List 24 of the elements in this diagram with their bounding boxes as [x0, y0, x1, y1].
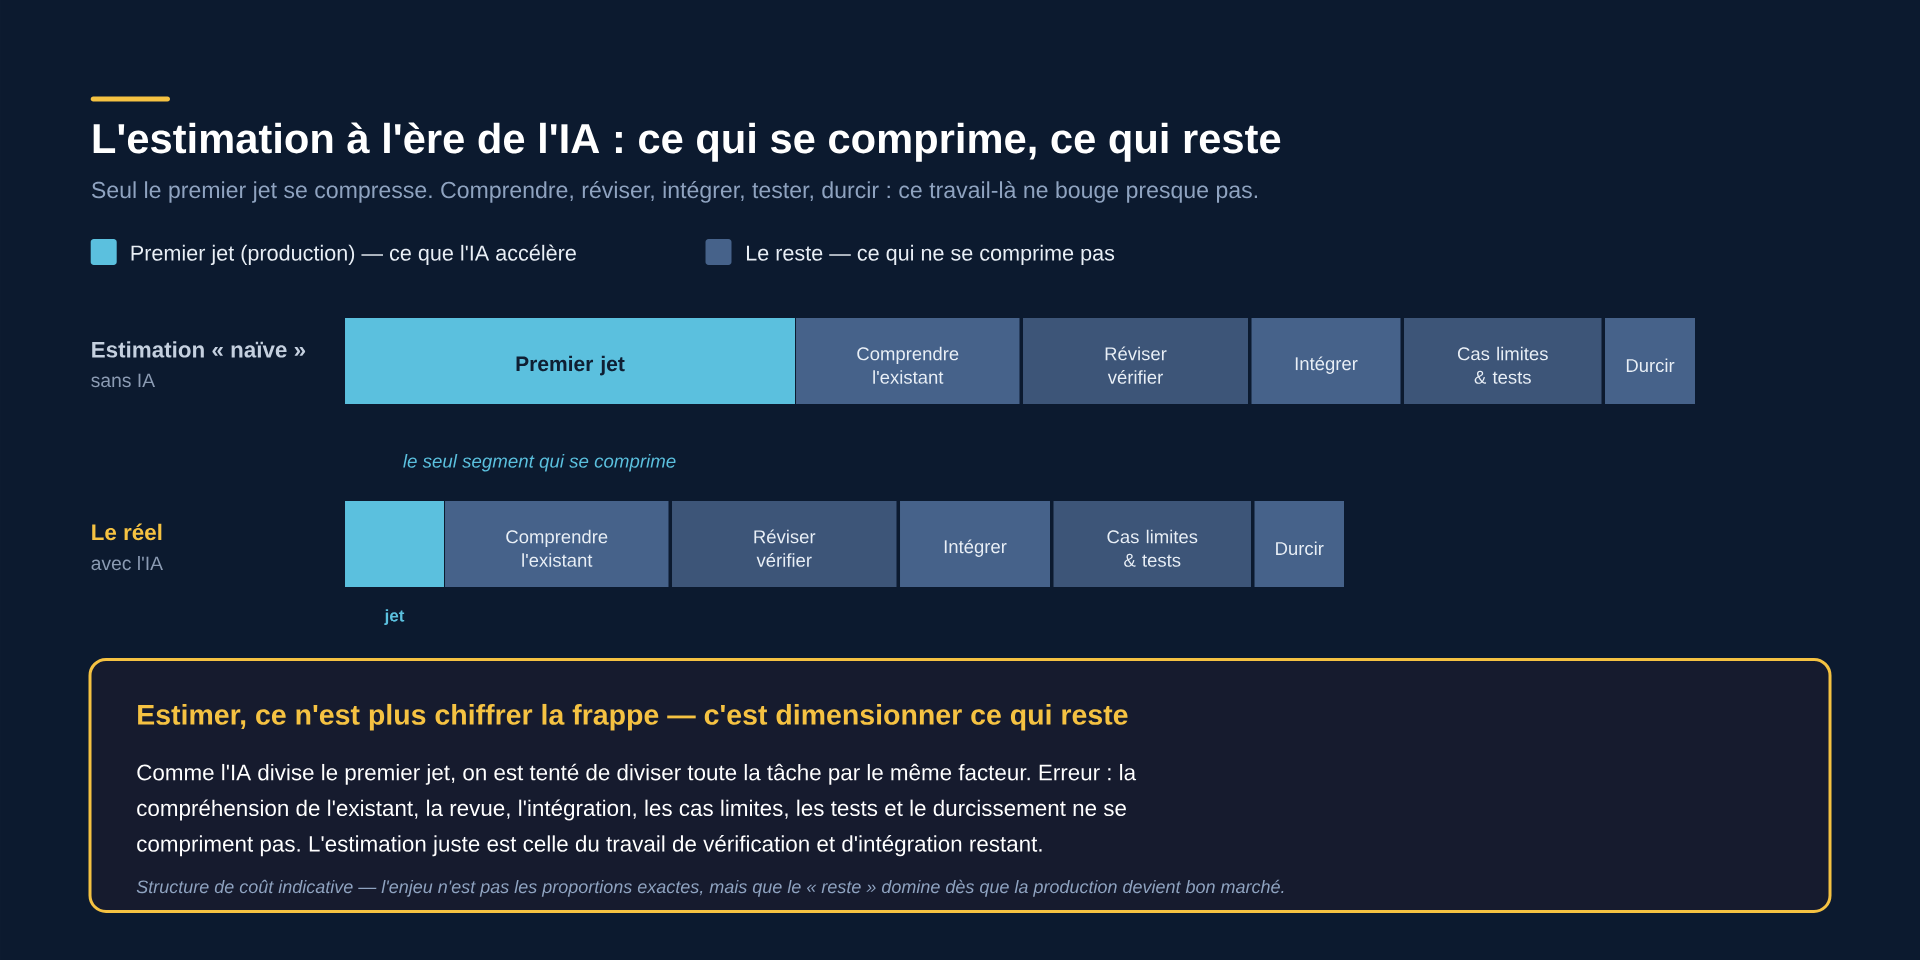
panel-heading: Estimer, ce n'est plus chiffrer la frappe — c'est dimensionner ce qui reste: [138, 703, 1128, 731]
bar-segment: Réviser vérifier: [672, 501, 897, 587]
bar-segment: Réviser vérifier: [1023, 318, 1248, 404]
bar-segment: Durcir: [1605, 318, 1695, 404]
panel-note: Structure de coût indicative — l'enjeu n'est pas les proportions exactes, mais que le « reste » domine dès que la production devient bon marché.: [136, 879, 1284, 897]
bar-segment: Cas limites & tests: [1404, 318, 1602, 404]
row-sublabel: sans IA: [91, 373, 156, 388]
bar-segment: Comprendre l'existant: [796, 318, 1020, 404]
bar-segment: Cas limites & tests: [1053, 501, 1251, 587]
bar-segment: Intégrer: [1251, 318, 1401, 404]
bar-segment: Durcir: [1254, 501, 1344, 587]
panel-text: Comme l'IA divise le premier jet, on est tenté de diviser toute la tâche par le même facteur. Erreur : la compréhension de l'existant, la revue, l'intégration, les cas limites, les tests et le durcissement ne se compriment pas. L'estimation juste est celle du travail de vérification et d'intégration restant.: [137, 763, 1137, 857]
row-label: Le réel: [92, 523, 162, 541]
title: L'estimation à l'ère de l'IA : ce qui se comprime, ce qui reste: [93, 122, 1281, 162]
row-sublabel: avec l'IA: [91, 556, 163, 571]
row-label: Estimation « naïve »: [92, 341, 306, 358]
legend-label: Le reste — ce qui ne se comprime pas: [747, 244, 1115, 265]
bar-segment: Intégrer: [900, 501, 1050, 587]
subtitle: Seul le premier jet se compresse. Comprendre, réviser, intégrer, tester, durcir : ce travail-là ne bouge presque pas.: [91, 180, 1257, 203]
bar-segment: Comprendre l'existant: [445, 501, 669, 587]
annotation: le seul segment qui se comprime: [403, 454, 676, 472]
bar-segment: Premier jet: [345, 318, 795, 404]
legend-label: Premier jet (production) — ce que l'IA accélère: [131, 244, 576, 265]
segment-caption: jet: [384, 609, 405, 625]
